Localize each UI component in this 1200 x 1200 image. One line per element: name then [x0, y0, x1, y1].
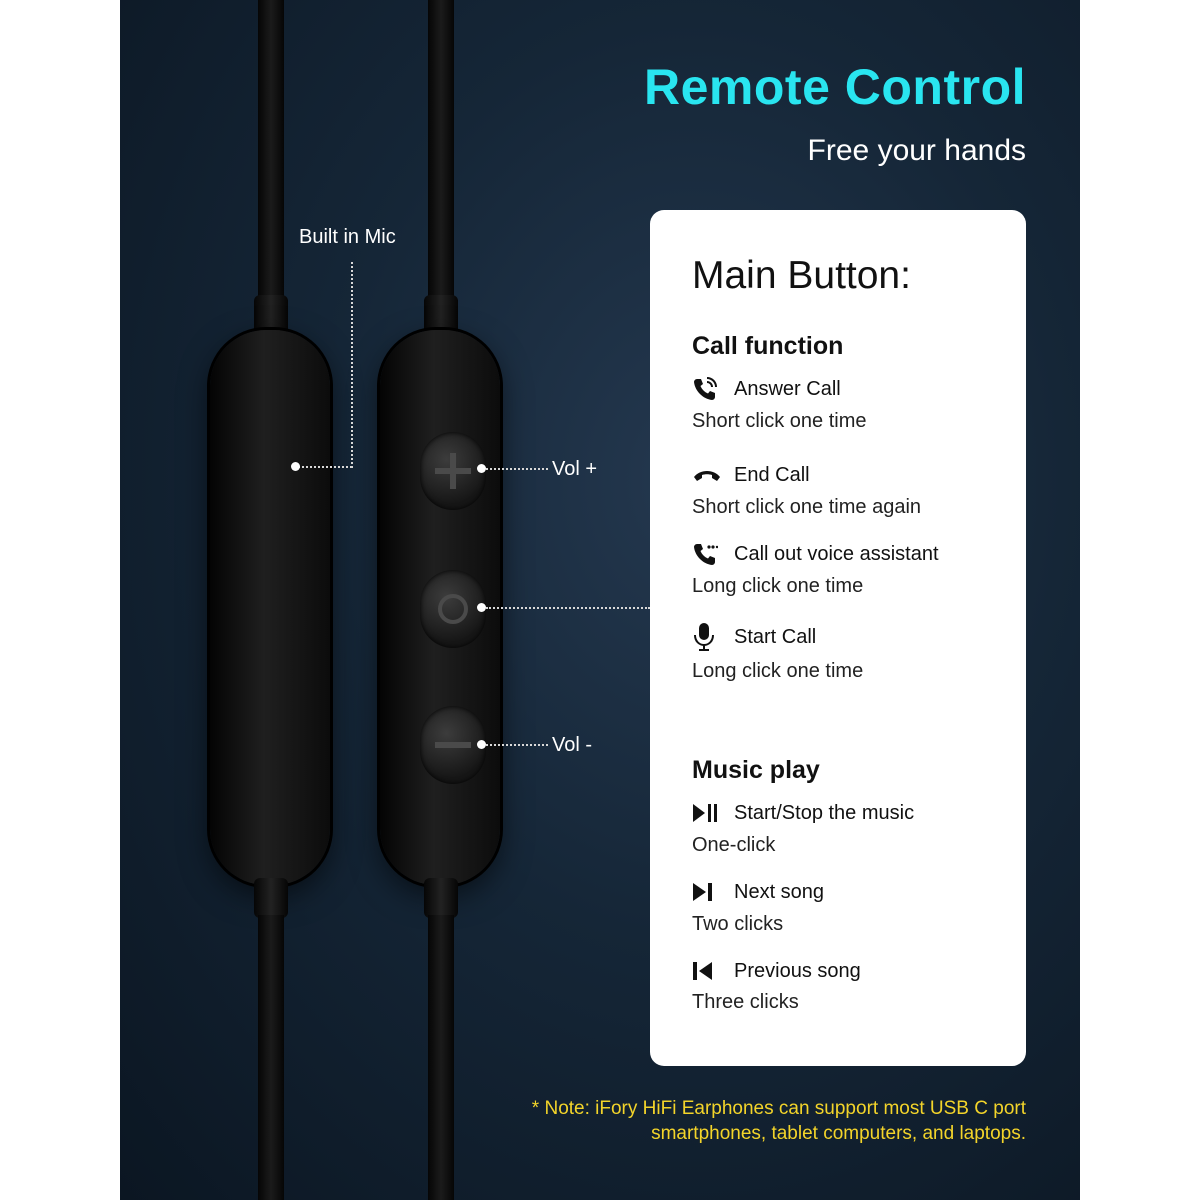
- microphone-icon: [692, 623, 722, 651]
- page-title: Remote Control: [644, 59, 1026, 115]
- item-name: Previous song: [734, 959, 861, 982]
- mic-label: Built in Mic: [299, 226, 396, 248]
- item-name: Answer Call: [734, 377, 841, 400]
- product-stage: Built in Mic Vol + Vol - Remote Control …: [120, 0, 1080, 1200]
- item-desc: Two clicks: [692, 913, 784, 935]
- mic-leader-vertical: [351, 262, 353, 468]
- item-desc: Long click one time: [692, 660, 864, 682]
- phone-incoming-icon: [692, 376, 722, 402]
- volume-up-button[interactable]: [420, 432, 486, 510]
- item-desc: Three clicks: [692, 991, 799, 1013]
- compatibility-note: * Note: iFory HiFi Earphones can support…: [446, 1096, 1026, 1146]
- vol-up-dot: [477, 464, 486, 473]
- page-subtitle: Free your hands: [807, 134, 1026, 167]
- phone-hangup-icon: [692, 462, 722, 488]
- left-cable-bottom: [258, 915, 284, 1200]
- previous-track-icon: [692, 958, 722, 984]
- list-item-answer-call: Answer Call: [692, 376, 841, 402]
- main-button-card: Main Button: Call function Answer Call S…: [650, 210, 1026, 1066]
- right-cable-top: [428, 0, 454, 300]
- mic-leader-horizontal: [298, 466, 352, 468]
- mic-hole-dot: [291, 462, 300, 471]
- vol-down-dot: [477, 740, 486, 749]
- mic-remote-body: [210, 330, 330, 885]
- vol-up-leader: [486, 468, 548, 470]
- next-track-icon: [692, 879, 722, 905]
- play-pause-icon: [692, 800, 722, 826]
- list-item-play-pause: Start/Stop the music: [692, 800, 914, 826]
- section-title-call: Call function: [692, 332, 844, 360]
- right-cable-collar-top: [424, 295, 458, 335]
- item-desc: Long click one time: [692, 575, 864, 597]
- list-item-next-song: Next song: [692, 879, 824, 905]
- vol-up-label: Vol +: [552, 458, 598, 480]
- note-line-1: * Note: iFory HiFi Earphones can support…: [531, 1098, 1026, 1119]
- list-item-end-call: End Call: [692, 462, 810, 488]
- vol-down-leader: [486, 744, 548, 746]
- volume-down-button[interactable]: [420, 706, 486, 784]
- list-item-start-call: Start Call: [692, 623, 817, 651]
- phone-voice-icon: [692, 541, 722, 567]
- main-button-dot: [477, 603, 486, 612]
- item-desc: Short click one time: [692, 410, 867, 432]
- main-button[interactable]: [420, 570, 486, 648]
- main-button-leader: [486, 607, 650, 609]
- left-cable-collar-top: [254, 295, 288, 335]
- right-cable-bottom: [428, 915, 454, 1200]
- list-item-voice-assistant: Call out voice assistant: [692, 541, 939, 567]
- item-desc: Short click one time again: [692, 496, 922, 518]
- left-cable-collar-bottom: [254, 878, 288, 918]
- section-title-music: Music play: [692, 756, 820, 784]
- right-cable-collar-bottom: [424, 878, 458, 918]
- item-name: Start Call: [734, 625, 817, 648]
- vol-down-label: Vol -: [552, 734, 593, 756]
- item-name: Start/Stop the music: [734, 801, 915, 824]
- item-name: End Call: [734, 463, 810, 486]
- left-cable-top: [258, 0, 284, 300]
- ring-icon: [438, 594, 468, 624]
- minus-icon: [435, 742, 471, 748]
- card-title: Main Button:: [692, 254, 911, 297]
- item-desc: One-click: [692, 834, 776, 856]
- item-name: Call out voice assistant: [734, 542, 939, 565]
- plus-icon: [435, 453, 471, 489]
- note-line-2: smartphones, tablet computers, and lapto…: [651, 1123, 1026, 1144]
- item-name: Next song: [734, 880, 825, 903]
- list-item-previous-song: Previous song: [692, 958, 861, 984]
